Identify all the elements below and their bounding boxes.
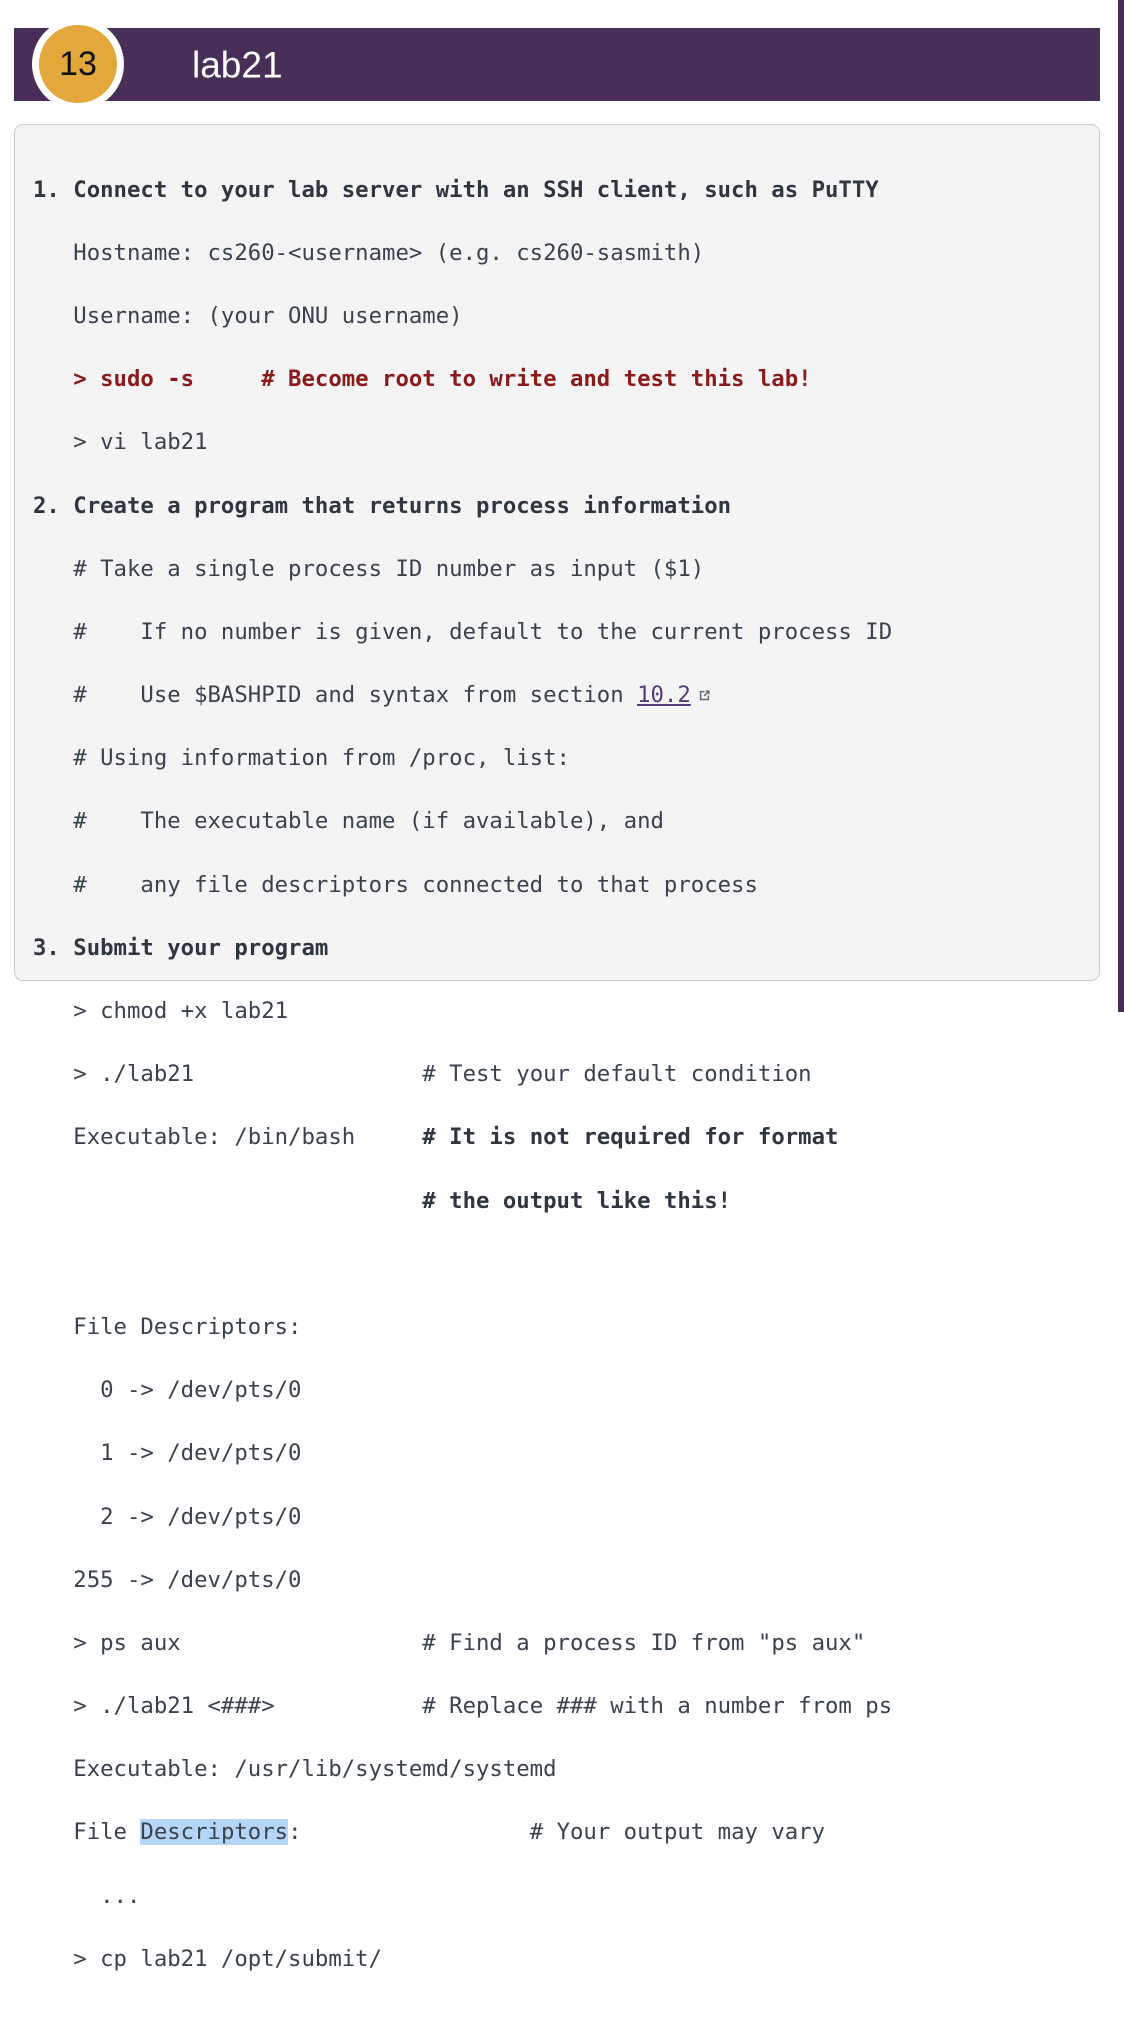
lab-header-bar: lab21	[14, 28, 1100, 101]
step-3-ps-comment: # Find a process ID from "ps aux"	[422, 1629, 866, 1656]
step-3-blank-line	[33, 1249, 1089, 1281]
lab-number-label: 13	[59, 45, 97, 83]
step-1-heading: 1. Connect to your lab server with an SS…	[33, 176, 879, 203]
right-edge-rule	[1118, 0, 1124, 1012]
step-3-ps-command-text: > ps aux	[33, 1629, 423, 1656]
step-3-fd-255: 255 -> /dev/pts/0	[33, 1566, 302, 1593]
lab-number-badge: 13	[32, 18, 124, 110]
lab-instructions-card: 1. Connect to your lab server with an SS…	[14, 124, 1100, 1972]
step-3-ellipsis: ...	[33, 1882, 141, 1909]
step-3-lab21-command-text: > ./lab21 <###>	[33, 1693, 423, 1720]
step-2-heading: 2. Create a program that returns process…	[33, 492, 732, 519]
step-2-comment-6: # any file descriptors connected to that…	[33, 871, 758, 898]
step-3-heading: 3. Submit your program	[33, 934, 329, 961]
selected-text-descriptors[interactable]: Descriptors	[140, 1819, 289, 1846]
step-2-comment-3-text: # Use $BASHPID and syntax from section	[33, 682, 638, 709]
step-2-comment-3: # Use $BASHPID and syntax from section 1…	[33, 680, 1089, 712]
step-3-run-command: > ./lab21 # Test your default condition	[33, 1059, 1089, 1091]
step-3-format-comment-2: # the output like this!	[33, 1187, 732, 1214]
step-2-comment-5: # The executable name (if available), an…	[33, 808, 664, 835]
step-3-fd-header-2-comment: # Your output may vary	[529, 1819, 826, 1846]
step-3-fd-0: 0 -> /dev/pts/0	[33, 1377, 302, 1404]
section-10-2-link[interactable]: 10.2	[637, 682, 691, 709]
step-3-fd-header-1: File Descriptors:	[33, 1313, 302, 1340]
step-3-run-comment: # Test your default condition	[422, 1061, 812, 1088]
step-3-executable-output-1: Executable: /bin/bash # It is not requir…	[33, 1122, 1089, 1154]
step-2-comment-4: # Using information from /proc, list:	[33, 745, 570, 772]
step-3-ps-command: > ps aux # Find a process ID from "ps au…	[33, 1628, 1089, 1660]
step-2-comment-1: # Take a single process ID number as inp…	[33, 555, 705, 582]
step-1-vi-command: > vi lab21	[33, 429, 208, 456]
step-3-format-comment-1: # It is not required for format	[422, 1124, 839, 1151]
step-3-cp-command: > cp lab21 /opt/submit/	[33, 1945, 383, 1972]
step-3-fd-1: 1 -> /dev/pts/0	[33, 1440, 302, 1467]
step-1-username: Username: (your ONU username)	[33, 302, 463, 329]
step-3-fd-2: 2 -> /dev/pts/0	[33, 1503, 302, 1530]
step-1-hostname: Hostname: cs260-<username> (e.g. cs260-s…	[33, 239, 705, 266]
step-3-fd-header-2: File Descriptors: # Your output may vary	[33, 1817, 1089, 1849]
step-3-lab21-comment: # Replace ### with a number from ps	[422, 1693, 893, 1720]
external-link-icon	[697, 688, 712, 703]
step-3-fd-header-2-suffix: :	[288, 1819, 530, 1846]
step-3-run-command-text: > ./lab21	[33, 1061, 423, 1088]
step-3-executable-output-2: Executable: /usr/lib/systemd/systemd	[33, 1756, 557, 1783]
lab-instructions-text: 1. Connect to your lab server with an SS…	[33, 143, 1089, 2024]
step-2-comment-2: # If no number is given, default to the …	[33, 618, 893, 645]
step-3-fd-header-2-prefix: File	[33, 1819, 141, 1846]
page-title: lab21	[192, 44, 283, 85]
step-3-executable-output-1-text: Executable: /bin/bash	[33, 1124, 423, 1151]
step-1-sudo-command: > sudo -s # Become root to write and tes…	[33, 366, 812, 393]
step-3-lab21-command: > ./lab21 <###> # Replace ### with a num…	[33, 1691, 1089, 1723]
